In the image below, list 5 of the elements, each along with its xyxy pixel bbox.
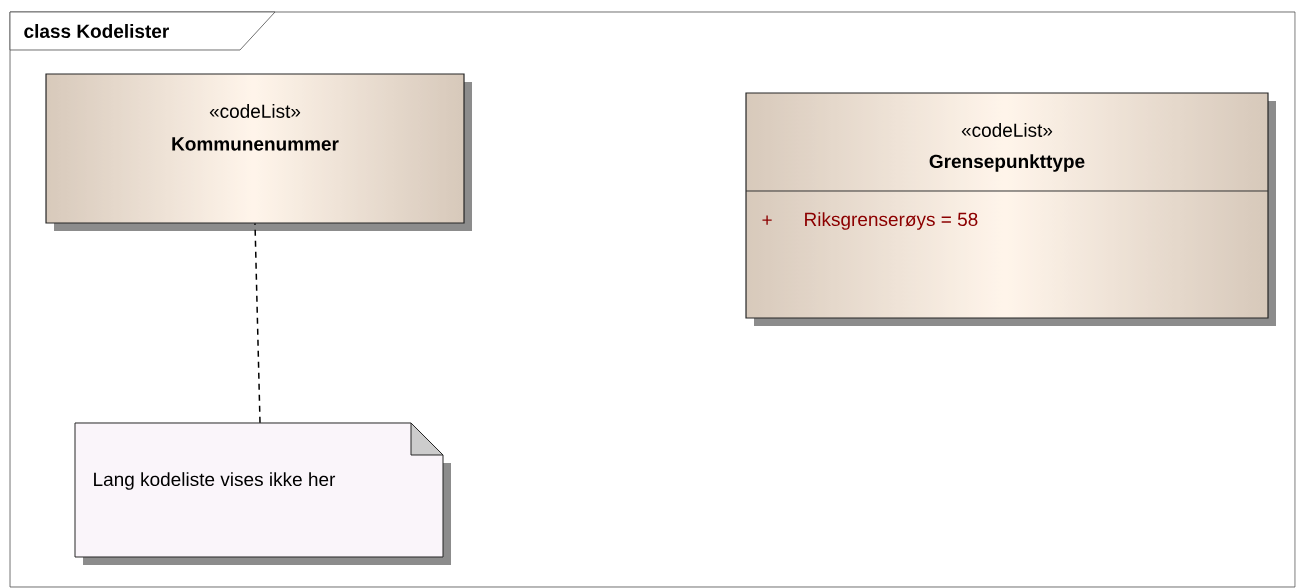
class-box: «codeList» Kommunenummer (45, 73, 472, 231)
frame-title: class Kodelister (24, 24, 169, 38)
class-box: «codeList» Grensepunkttype + Riksgrenserøys = 58 (745, 92, 1276, 326)
note-link (254, 222, 261, 424)
note-box: Lang kodeliste vises ikke her (74, 422, 451, 565)
